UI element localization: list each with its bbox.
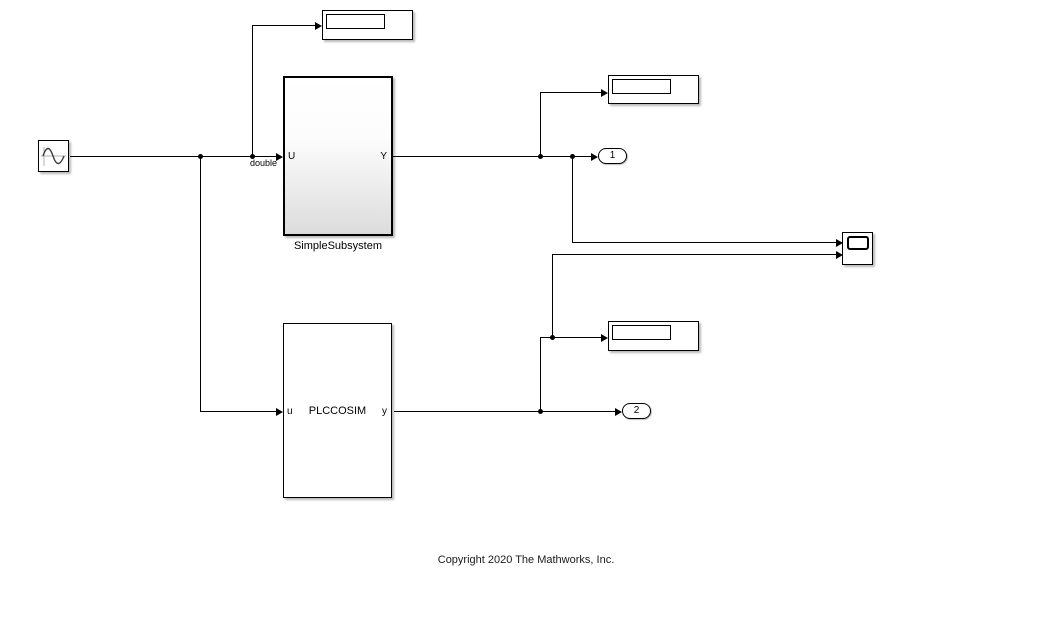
display-top-block[interactable] (322, 10, 413, 40)
simple-subsystem-block[interactable]: U Y (283, 76, 393, 236)
arrowhead (276, 408, 283, 416)
arrowhead (836, 251, 843, 259)
wire-plccosim-y-to-outport2[interactable] (394, 411, 616, 412)
wire-to-display-lower[interactable] (540, 337, 602, 338)
outport-2[interactable]: 2 (622, 403, 651, 419)
wire-to-scope-input2[interactable] (552, 254, 837, 255)
sine-wave-icon (41, 147, 66, 166)
scope-block[interactable] (842, 232, 873, 265)
display-screen (612, 325, 671, 340)
wire-to-display-top[interactable] (252, 25, 316, 26)
simple-subsystem-label: SimpleSubsystem (293, 240, 383, 252)
arrowhead (591, 153, 598, 161)
copyright-annotation: Copyright 2020 The Mathworks, Inc. (437, 554, 615, 566)
display-lower-right-block[interactable] (608, 321, 699, 351)
display-upper-right-block[interactable] (608, 75, 699, 104)
arrowhead (601, 334, 608, 342)
branch-dot (570, 154, 575, 159)
arrowhead (276, 153, 283, 161)
arrowhead (615, 408, 622, 416)
wire-branch-down-plccosim[interactable] (200, 156, 201, 412)
wire-branch-up-display-upper[interactable] (540, 92, 541, 157)
port-label-U: U (288, 151, 296, 162)
wire-branch-up-display-top[interactable] (252, 25, 253, 157)
wire-to-scope-input1[interactable] (572, 242, 837, 243)
arrowhead (836, 239, 843, 247)
branch-dot (198, 154, 203, 159)
port-label-Y: Y (380, 151, 387, 162)
plccosim-block[interactable]: u y PLCCOSIM (283, 323, 392, 498)
display-screen (326, 14, 385, 29)
wire-branch-down-scope1[interactable] (572, 156, 573, 242)
wire-sine-to-subsystem[interactable] (70, 156, 276, 157)
signal-label-double: double (250, 158, 278, 168)
branch-dot (550, 335, 555, 340)
display-screen (612, 79, 671, 94)
wire-branch-up-scope2[interactable] (552, 254, 553, 338)
wire-branch-up-display-lower[interactable] (540, 337, 541, 412)
wire-subsystem-y-to-outport1[interactable] (393, 156, 592, 157)
arrowhead (601, 89, 608, 97)
outport-1[interactable]: 1 (598, 148, 627, 164)
branch-dot (250, 154, 255, 159)
port-label-y: y (382, 406, 387, 417)
port-label-u: u (287, 406, 293, 417)
wire-to-display-upper[interactable] (540, 92, 602, 93)
sine-wave-block[interactable] (38, 140, 69, 172)
branch-dot (538, 154, 543, 159)
arrowhead (315, 22, 322, 30)
wire-to-plccosim-u[interactable] (200, 411, 277, 412)
scope-screen-icon (847, 236, 869, 250)
plccosim-label: PLCCOSIM (308, 405, 367, 417)
branch-dot (538, 409, 543, 414)
